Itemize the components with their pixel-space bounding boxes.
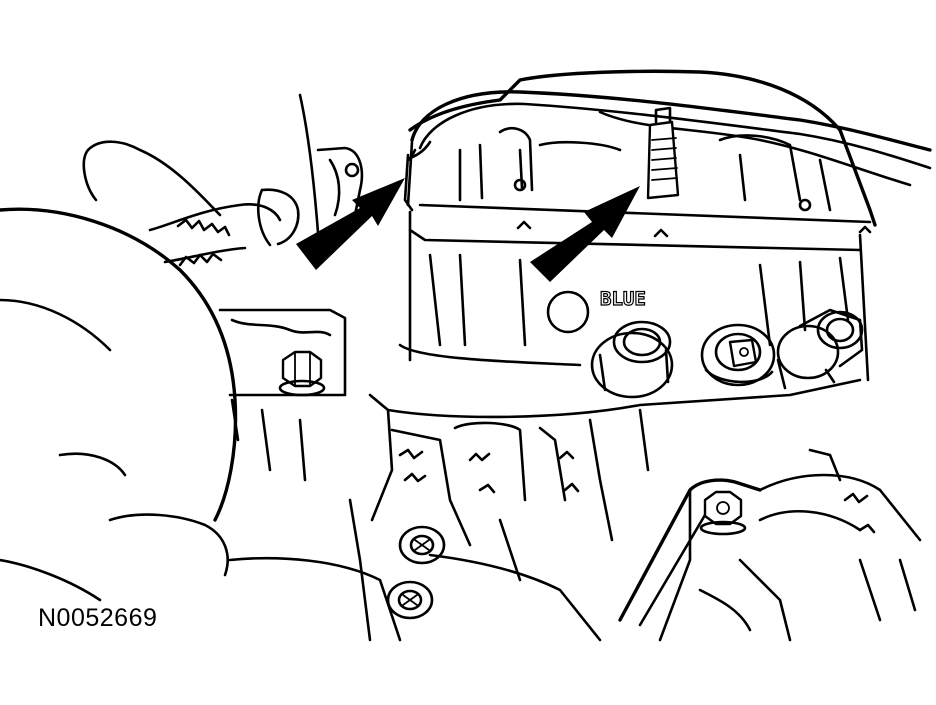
cooler-fitting-left [590, 320, 674, 399]
case-plug [546, 290, 590, 334]
left-shaft-assembly [82, 140, 300, 267]
harness-connector [646, 106, 680, 200]
left-housing [0, 207, 238, 602]
arrow-left [296, 178, 405, 270]
mounting-bracket [218, 93, 364, 482]
wire-harness [403, 90, 932, 212]
bracket-bolt [278, 350, 326, 397]
bolt-hole-upper [398, 525, 446, 565]
case-stamp-text: BLUE [600, 288, 646, 310]
speed-sensor [700, 323, 776, 387]
mount-nut [699, 490, 747, 536]
lower-case [228, 378, 862, 642]
valve-body-cover [398, 69, 877, 382]
arrow-right [530, 186, 640, 282]
cooler-fitting-right [776, 308, 864, 390]
bolt-hole-lower [386, 580, 434, 620]
figure-code: N0052669 [38, 604, 158, 632]
mount-arm [618, 448, 922, 642]
